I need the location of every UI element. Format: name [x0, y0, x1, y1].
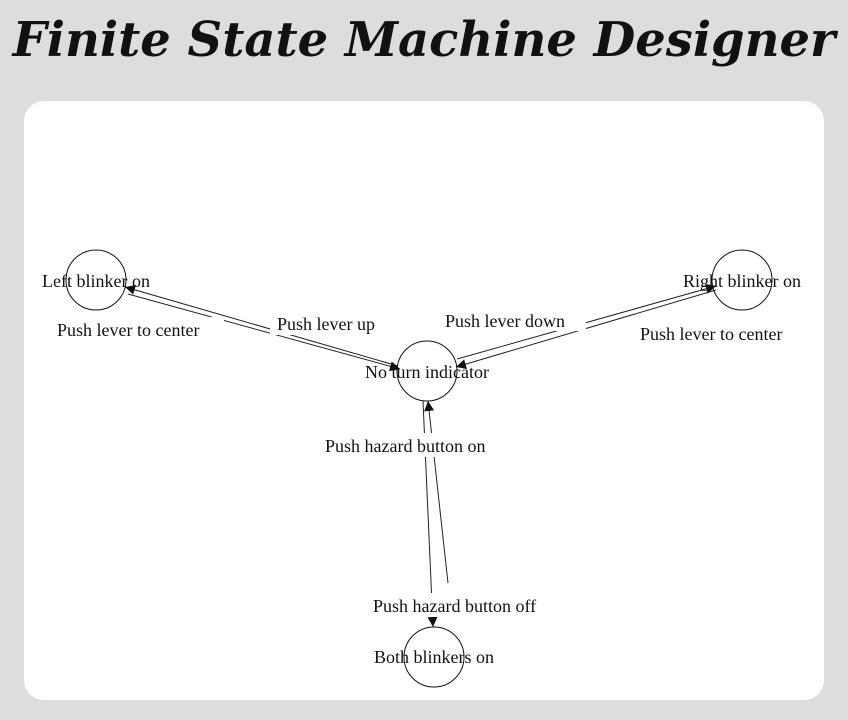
transition-label-hazard-on: Push hazard button on — [325, 436, 485, 456]
fsm-canvas[interactable]: Left blinker on Right blinker on No turn… — [24, 101, 824, 700]
transition-label-left-to-center: Push lever to center — [57, 320, 199, 340]
states-layer — [65, 249, 773, 688]
state-no-turn-indicator[interactable] — [396, 340, 458, 402]
transition-labels: Push lever up Push lever to center Push … — [57, 311, 782, 616]
transition-label-lever-up: Push lever up — [277, 314, 375, 334]
label-backgrounds — [52, 307, 800, 617]
state-label-both: Both blinkers on — [374, 647, 494, 667]
state-both-blinkers-on[interactable] — [403, 626, 465, 688]
transition-center-to-left[interactable] — [124, 284, 399, 367]
page-title: Finite State Machine Designer — [12, 12, 836, 68]
transition-label-hazard-off: Push hazard button off — [373, 596, 536, 616]
state-label-right: Right blinker on — [683, 271, 801, 291]
state-left-blinker-on[interactable] — [65, 249, 127, 311]
state-labels: Left blinker on Right blinker on No turn… — [42, 271, 801, 667]
state-label-left: Left blinker on — [42, 271, 150, 291]
transition-label-lever-down: Push lever down — [445, 311, 565, 331]
transition-center-to-right[interactable] — [456, 283, 717, 360]
state-right-blinker-on[interactable] — [711, 249, 773, 311]
transition-both-to-center[interactable] — [424, 400, 449, 584]
transition-left-to-center[interactable] — [127, 293, 401, 372]
transition-label-right-to-center: Push lever to center — [640, 324, 782, 344]
state-label-center: No turn indicator — [365, 362, 489, 382]
fsm-diagram[interactable]: Left blinker on Right blinker on No turn… — [24, 101, 824, 700]
